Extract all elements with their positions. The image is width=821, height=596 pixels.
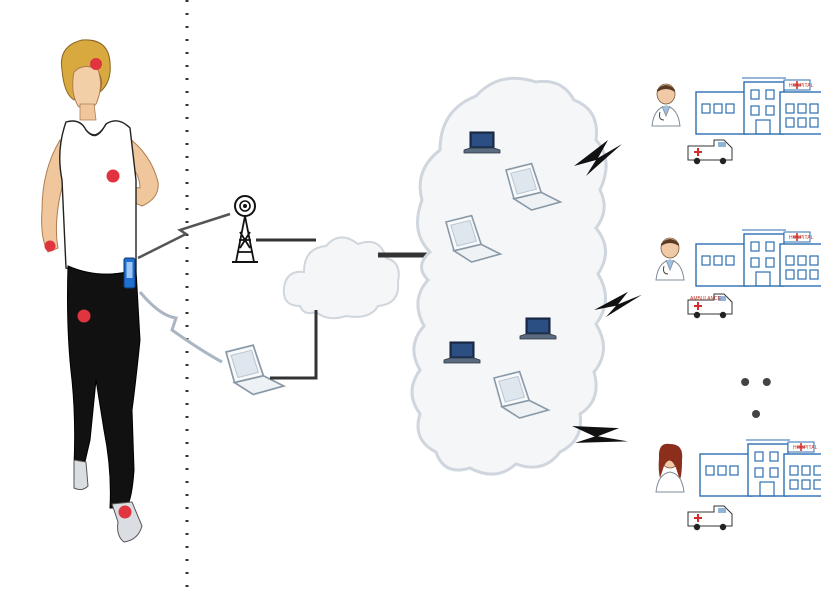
hospital-group: HOSPITAL xyxy=(655,439,821,532)
body-sensor-dot xyxy=(44,240,56,252)
laptop-to-cloud-link xyxy=(270,310,318,380)
ambulance-label: AMBULANCE xyxy=(690,296,722,302)
hospital-sign: HOSPITAL xyxy=(793,445,818,451)
cloud-icon xyxy=(410,76,608,476)
body-sensor-dot xyxy=(118,505,132,519)
body-sensor-dot xyxy=(90,58,102,70)
phone-to-laptop-link xyxy=(138,291,223,364)
laptop-icon xyxy=(225,344,285,396)
hospital-sign: HOSPITAL xyxy=(789,83,814,89)
cloud-icon xyxy=(282,236,400,320)
phone-to-tower-link xyxy=(137,212,231,260)
hospital-group: HOSPITAL xyxy=(651,77,821,166)
doctor-icon xyxy=(655,443,685,493)
body-sensor-dot xyxy=(77,309,91,323)
hospital-group: HOSPITAL AMBULANCE xyxy=(655,229,821,320)
doctor-icon xyxy=(655,237,685,281)
ambulance-icon xyxy=(687,505,733,532)
cell-tower-icon xyxy=(232,195,258,263)
body-sensor-dot xyxy=(106,169,120,183)
doctor-icon xyxy=(651,83,681,127)
hospital-sign: HOSPITAL xyxy=(789,235,814,241)
more-hospitals-ellipsis: • • • xyxy=(740,366,774,429)
ambulance-icon xyxy=(687,139,733,166)
runner-figure xyxy=(41,39,159,543)
